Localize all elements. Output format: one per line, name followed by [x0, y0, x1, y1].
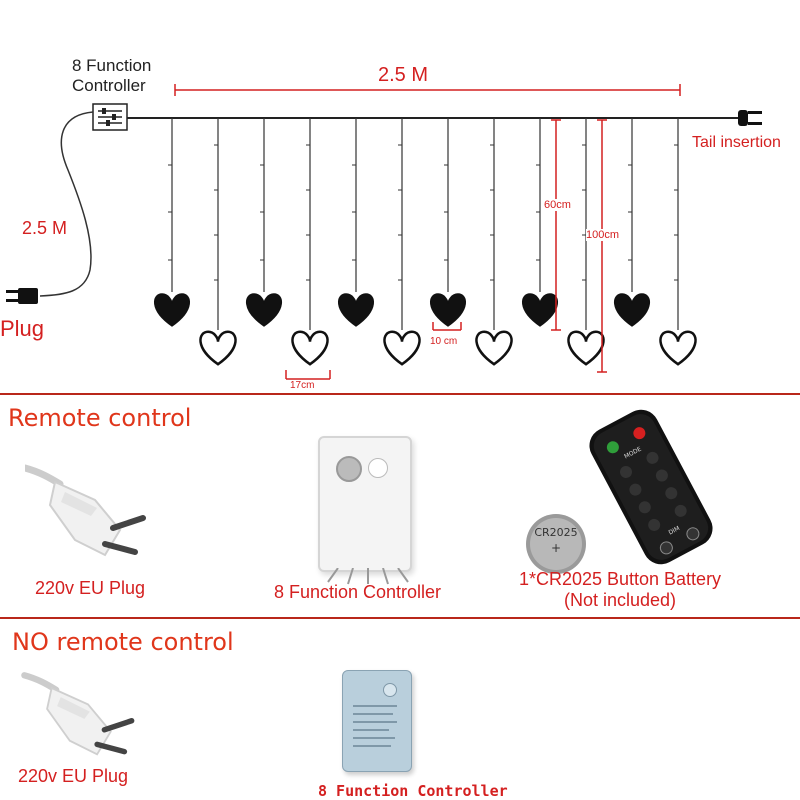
no-remote-plug-caption: 220v EU Plug: [18, 766, 129, 786]
svg-text:+: +: [551, 541, 561, 555]
blue-controller-box: [342, 670, 412, 772]
power-cable: [39, 111, 94, 297]
dim-17-label: 17cm: [290, 380, 315, 391]
remote-plug-caption: 220v EU Plug: [34, 578, 146, 598]
battery-caption: 1*CR2025 Button Battery (Not included): [490, 569, 750, 611]
no-remote-section-title: NO remote control: [12, 628, 234, 656]
dim-60-label: 60cm: [544, 199, 571, 211]
section-divider-1: [0, 393, 800, 395]
plug-label: Plug: [0, 316, 45, 341]
length-dimension: [174, 84, 681, 96]
remote-section-title: Remote control: [8, 404, 192, 432]
remote-controller-box: [318, 436, 412, 572]
heart-outline-icon: [475, 330, 513, 366]
controller-label: 8 Function Controller: [72, 56, 151, 96]
dimension-60cm: [551, 119, 561, 331]
heart-filled-icon: [246, 293, 282, 327]
heart-outline-icon: [659, 330, 697, 366]
heart-filled-icon: [614, 293, 650, 327]
heart-outline-icon: [199, 330, 237, 366]
dimension-17cm: [285, 370, 331, 380]
eu-plug-icon-2: [21, 672, 135, 756]
heart-filled-icon: [154, 293, 190, 327]
ir-receiver-icon: [368, 458, 388, 478]
plug-icon: [6, 288, 38, 304]
light-strands: [154, 118, 697, 366]
controller-label-line1: 8 Function: [72, 56, 152, 75]
controller-label-line2: Controller: [72, 76, 146, 95]
tail-socket-icon: [738, 110, 762, 126]
dimension-10cm: [432, 322, 462, 331]
battery-caption-line2: (Not included): [563, 590, 677, 610]
remote-dim-label: DIM: [667, 525, 681, 537]
controller-button-icon-2: [383, 683, 397, 697]
curtain-light-diagram: [6, 84, 762, 380]
battery-caption-line1: 1*CR2025 Button Battery: [518, 569, 722, 589]
heart-filled-icon: [522, 293, 558, 327]
heart-outline-icon: [383, 330, 421, 366]
tail-insertion-label: Tail insertion: [692, 134, 781, 151]
battery-print: CR2025: [534, 526, 577, 539]
heart-outline-icon: [567, 330, 605, 366]
remote-controller-caption: 8 Function Controller: [273, 582, 442, 602]
controller-wires: [327, 568, 409, 585]
heart-outline-icon: [291, 330, 329, 366]
cable-length-label: 2.5 M: [22, 218, 68, 238]
controller-box-icon: [92, 103, 128, 131]
controller-button-icon: [336, 456, 362, 482]
dim-100-label: 100cm: [586, 229, 620, 241]
no-remote-controller-caption: 8 Function Controller: [318, 782, 508, 800]
heart-filled-icon: [338, 293, 374, 327]
heart-filled-icon: [430, 293, 466, 327]
coin-battery-icon: CR2025 +: [526, 514, 586, 574]
remote-control-icon: MODE DIM: [589, 409, 713, 565]
dimension-100cm: [597, 119, 607, 373]
main-length-label: 2.5 M: [378, 64, 429, 86]
section-divider-2: [0, 617, 800, 619]
dim-10-label: 10 cm: [430, 336, 458, 347]
eu-plug-icon: [25, 464, 146, 557]
